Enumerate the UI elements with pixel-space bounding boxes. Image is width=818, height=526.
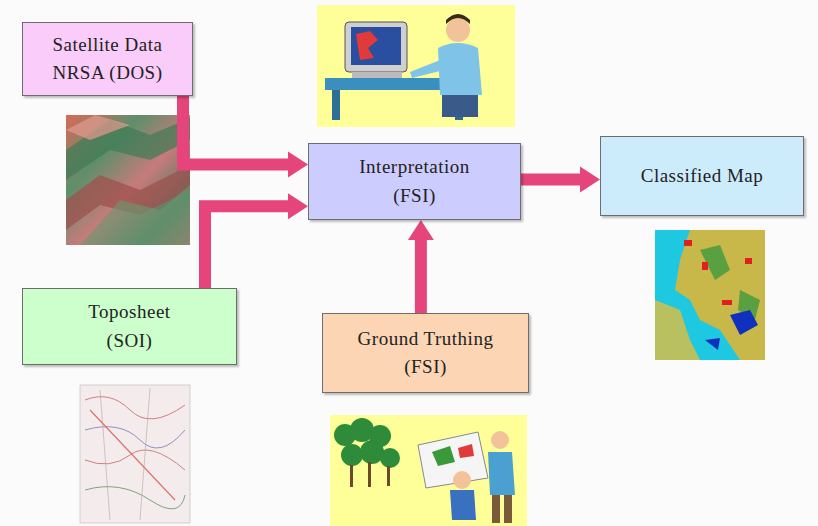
classified-map-image	[655, 230, 765, 360]
arrow-stem	[183, 96, 288, 165]
process-box: Toposheet (SOI)	[22, 288, 237, 365]
ground-truthing-clipart	[330, 415, 527, 526]
box-label: Toposheet (SOI)	[70, 298, 190, 355]
process-box: Interpretation (FSI)	[308, 143, 521, 220]
computer-operator-clipart	[317, 5, 515, 127]
arrow-stem	[205, 206, 288, 288]
arrow-head	[288, 152, 308, 178]
arrow-stem	[521, 174, 580, 186]
arrow-stem	[415, 240, 427, 313]
process-box: Satellite Data NRSA (DOS)	[22, 22, 193, 96]
process-box: Ground Truthing (FSI)	[322, 313, 529, 393]
flow-arrow	[408, 220, 434, 313]
box-label: Satellite Data NRSA (DOS)	[43, 31, 173, 88]
arrow-head	[580, 167, 600, 193]
box-label: Classified Map	[641, 162, 764, 191]
flow-arrow	[521, 167, 600, 193]
box-label: Interpretation (FSI)	[345, 153, 485, 210]
arrow-head	[408, 220, 434, 240]
toposheet-image	[80, 385, 190, 523]
satellite-image	[66, 115, 190, 245]
arrow-head	[288, 193, 308, 219]
process-box: Classified Map	[600, 136, 804, 216]
flow-arrow	[205, 193, 308, 288]
flow-arrow	[183, 96, 308, 178]
box-label: Ground Truthing (FSI)	[346, 325, 506, 382]
